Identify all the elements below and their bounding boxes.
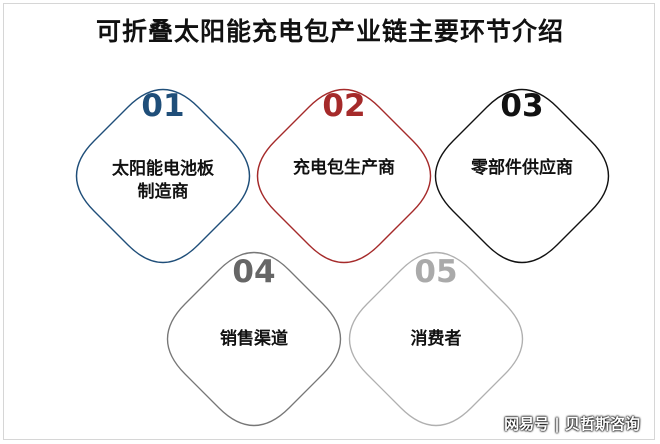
diamond-04 xyxy=(166,251,342,427)
node-02-number: 02 xyxy=(322,88,366,124)
node-02-label: 充电包生产商 xyxy=(293,158,395,178)
watermark-text: 网易号 | 贝哲斯咨询 xyxy=(504,415,640,433)
image-frame xyxy=(3,3,655,440)
node-05-label: 消费者 xyxy=(410,329,462,349)
node-04-number: 04 xyxy=(232,254,276,290)
diamond-05 xyxy=(348,251,524,427)
node-03-label: 零部件供应商 xyxy=(471,158,573,178)
diagram-title: 可折叠太阳能充电包产业链主要环节介绍 xyxy=(95,17,564,46)
diamond-02 xyxy=(256,88,432,264)
node-04-label: 销售渠道 xyxy=(220,329,288,349)
node-01-label-line1: 太阳能电池板 xyxy=(112,159,214,179)
node-03-number: 03 xyxy=(500,88,544,124)
node-01-number: 01 xyxy=(141,88,185,124)
diamond-01 xyxy=(75,88,251,264)
diamond-03 xyxy=(434,88,610,264)
node-05-number: 05 xyxy=(414,254,458,290)
node-01-label-line2: 制造商 xyxy=(137,182,189,202)
